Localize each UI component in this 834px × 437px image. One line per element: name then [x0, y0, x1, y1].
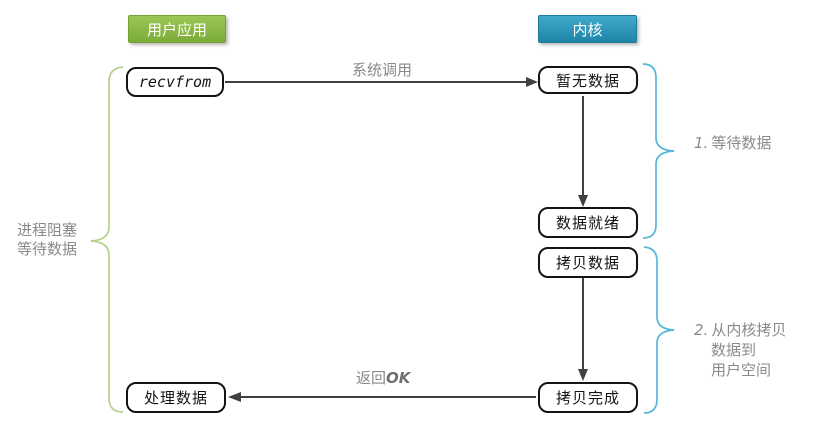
- brace-wait-data: [642, 63, 675, 239]
- return-ok-label: 返回OK: [356, 369, 410, 388]
- data-ready-box: 数据就绪: [538, 207, 638, 238]
- return-ok-label-cn: 返回: [356, 369, 387, 387]
- arrow-return-ok-head: [228, 392, 241, 402]
- arrow-copying-head: [578, 369, 588, 381]
- copy-to-user-label-line3: 用户空间: [711, 361, 772, 379]
- copy-to-user-label-num: 2.: [694, 321, 709, 339]
- brace-process-blocked: [90, 66, 124, 413]
- wait-data-label-text: 等待数据: [711, 134, 772, 152]
- process-blocked-label: 进程阻塞 等待数据: [17, 221, 77, 259]
- arrow-wait-data-head: [578, 195, 588, 207]
- copy-to-user-label-text1: 从内核拷贝: [711, 321, 787, 339]
- arrow-copying: [578, 278, 588, 381]
- copy-to-user-label-line2: 数据到: [711, 341, 757, 359]
- copy-data-box: 拷贝数据: [538, 247, 638, 278]
- process-blocked-label-line1: 进程阻塞: [17, 221, 78, 239]
- recvfrom-box: recvfrom: [126, 67, 224, 97]
- process-data-box: 处理数据: [126, 382, 226, 413]
- brace-copy-data: [643, 246, 675, 414]
- wait-data-label: 1.等待数据: [694, 134, 771, 153]
- user-app-header: 用户应用: [128, 15, 226, 43]
- copy-to-user-label-line1: 2.从内核拷贝: [694, 320, 786, 340]
- copy-to-user-label: 2.从内核拷贝 数据到 用户空间: [694, 320, 786, 380]
- kernel-header: 内核: [538, 15, 637, 43]
- arrow-return-ok: [228, 392, 536, 402]
- process-blocked-label-line2: 等待数据: [17, 240, 78, 258]
- arrow-wait-data: [578, 96, 588, 207]
- no-data-box: 暂无数据: [538, 66, 638, 94]
- arrow-system-call: [225, 77, 538, 87]
- arrow-system-call-head: [526, 77, 538, 87]
- wait-data-label-num: 1.: [694, 134, 709, 152]
- return-ok-label-en: OK: [386, 369, 411, 387]
- copy-done-box: 拷贝完成: [538, 382, 638, 413]
- system-call-label: 系统调用: [352, 61, 413, 79]
